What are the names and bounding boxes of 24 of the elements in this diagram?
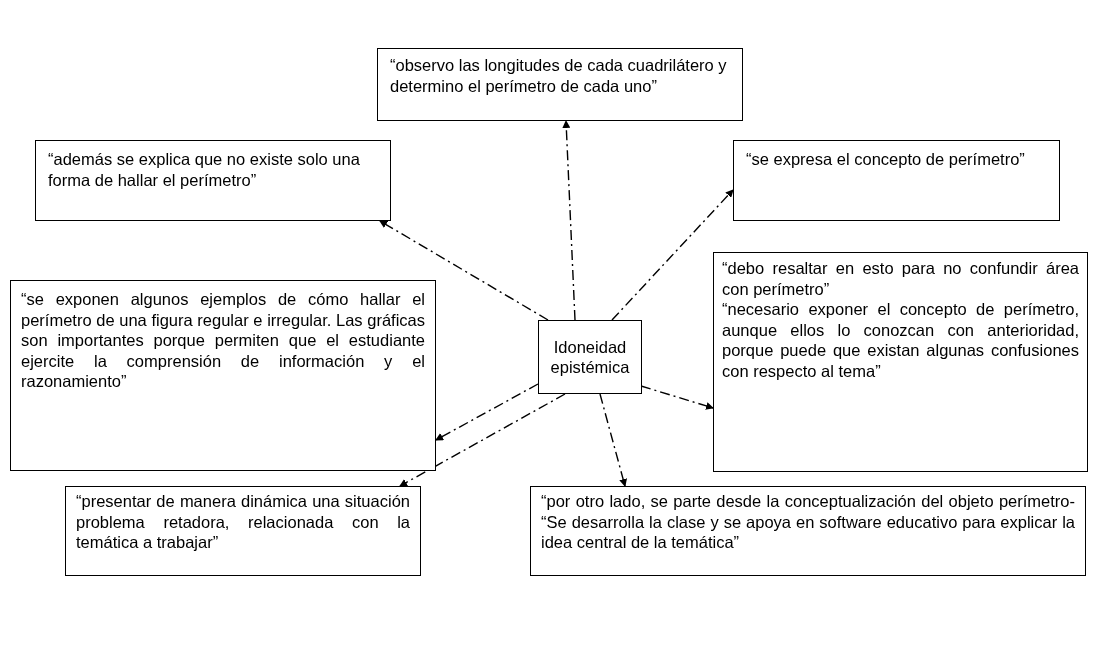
text-box — [530, 486, 1086, 576]
text-box — [10, 280, 436, 471]
quote-text: “presentar de manera dinámica una situación problema retadora, relacionada con la temática a trabajar” — [76, 491, 410, 553]
text-box — [65, 486, 421, 576]
quote-text: “observo las longitudes de cada cuadrilátero y determino el perímetro de cada uno” — [390, 55, 728, 96]
quote-text: “debo resaltar en esto para no confundir área con perímetro” — [722, 258, 1079, 299]
text-box — [35, 140, 391, 221]
dash-dot-arrow — [435, 383, 539, 441]
dash-dot-arrow — [562, 120, 576, 321]
quote-text: “necesario exponer el concepto de perímetro, aunque ellos lo conozcan con anterioridad, porque puede que existan algunas confusiones con respecto al tema” — [722, 299, 1079, 381]
quote-text: “se expresa el concepto de perímetro” — [746, 149, 1026, 170]
quote-text: Idoneidad epistémica — [549, 336, 631, 378]
quote-text: “por otro lado, se parte desde la conceptualización del objeto perímetro- “Se desarrolla la clase y se apoya en software educativo para explicar la idea central de la temática” — [541, 491, 1075, 553]
dash-dot-arrow — [399, 393, 566, 487]
dash-dot-arrow — [379, 220, 549, 321]
dash-dot-arrow — [611, 189, 734, 321]
quote-text: “se exponen algunos ejemplos de cómo hallar el perímetro de una figura regular e irregular. Las gráficas son importantes porque permiten que el estudiante ejercite la comprensión de información y el razonamiento” — [21, 289, 425, 392]
dash-dot-arrow — [599, 393, 627, 487]
dash-dot-arrow — [640, 385, 714, 410]
text-box — [538, 320, 642, 394]
text-box — [713, 252, 1088, 472]
text-box — [377, 48, 743, 121]
text-box — [733, 140, 1060, 221]
quote-text: “además se explica que no existe solo una forma de hallar el perímetro” — [48, 149, 361, 190]
